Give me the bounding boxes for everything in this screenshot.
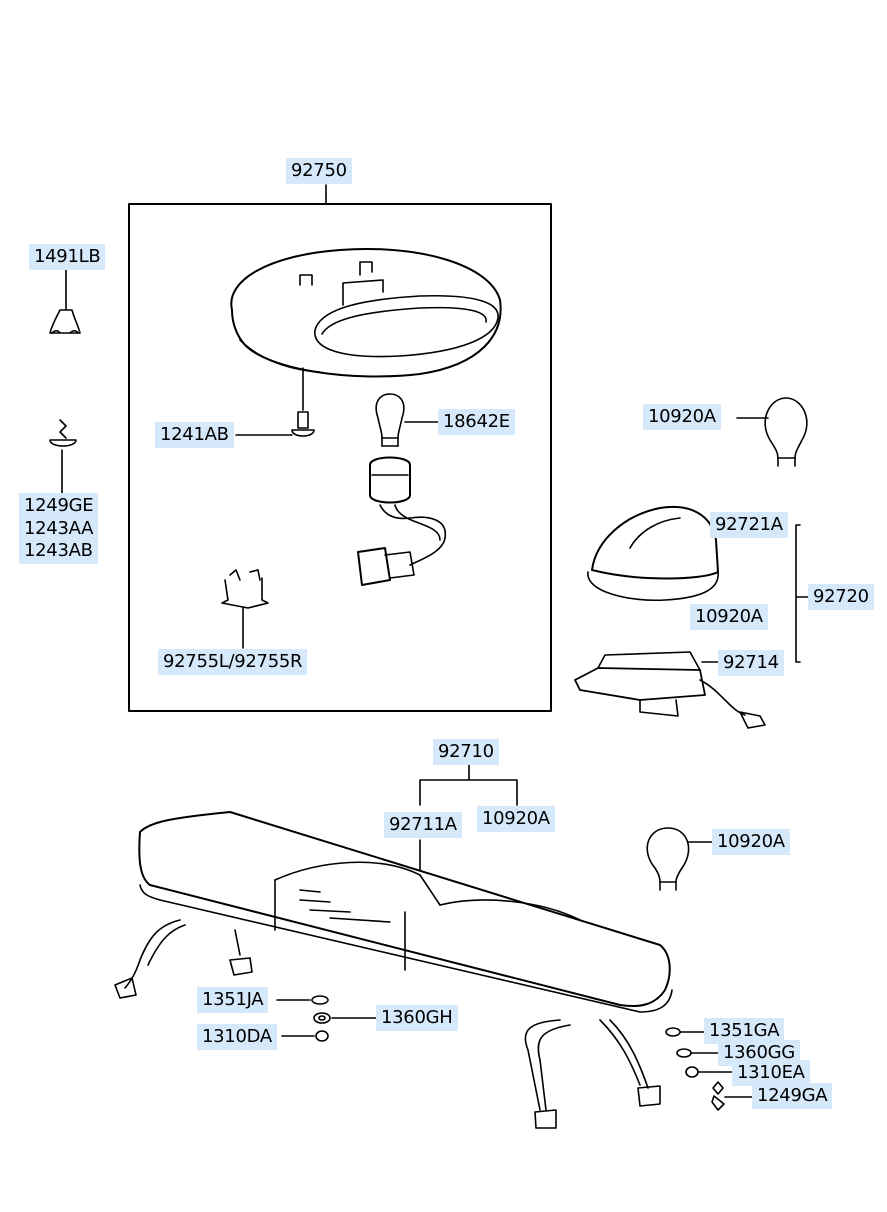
screw-1249GE-drawing [49,419,77,447]
part-label-1310EA[interactable]: 1310EA [732,1060,810,1086]
part-label-92714[interactable]: 92714 [718,650,784,676]
part-label-1249GE[interactable]: 1249GE [19,493,99,519]
hardware-left-drawing [311,995,331,1042]
assembly-box-92750 [128,203,552,712]
part-label-1241AB[interactable]: 1241AB [155,422,234,448]
part-label-1351JA[interactable]: 1351JA [197,987,269,1013]
part-label-92720[interactable]: 92720 [808,584,874,610]
part-label-18642E[interactable]: 18642E [438,409,515,435]
part-label-1360GH[interactable]: 1360GH [376,1005,458,1031]
socket-harness-drawing [357,456,446,586]
stop-lamp-housing-drawing [230,248,502,378]
part-label-92710[interactable]: 92710 [433,739,499,765]
part-label-92711A[interactable]: 92711A [384,812,462,838]
part-label-92750[interactable]: 92750 [286,158,352,184]
bracket-92720 [795,524,811,663]
clip-92755-drawing [221,569,269,609]
part-label-1351GA[interactable]: 1351GA [704,1018,785,1044]
part-label-1310DA[interactable]: 1310DA [197,1024,277,1050]
bulb-10920A-top-drawing [764,397,808,467]
light-bar-harness-drawing [114,919,661,1129]
part-label-1243AA[interactable]: 1243AA [19,516,99,542]
part-label-10920A-bar[interactable]: 10920A [477,806,555,832]
part-label-10920A-bottom[interactable]: 10920A [712,829,790,855]
part-label-1243AB[interactable]: 1243AB [19,538,98,564]
part-label-1249GA[interactable]: 1249GA [752,1083,833,1109]
part-label-92721A[interactable]: 92721A [710,512,788,538]
screw-1241AB-drawing [291,411,315,437]
part-label-92755L-92755R[interactable]: 92755L/92755R [158,649,308,675]
bracket-92710 [419,764,518,806]
bulb-18642E-drawing [375,393,405,447]
part-label-1491LB[interactable]: 1491LB [29,244,106,270]
bulb-10920A-bottom-drawing [646,827,690,891]
beacon-base-drawing [574,651,766,729]
light-bar-drawing [138,811,673,1013]
beacon-lens-drawing [587,505,719,602]
part-label-10920A-top[interactable]: 10920A [643,404,721,430]
part-label-10920A-mid[interactable]: 10920A [690,604,768,630]
clip-1491LB-drawing [49,309,81,334]
